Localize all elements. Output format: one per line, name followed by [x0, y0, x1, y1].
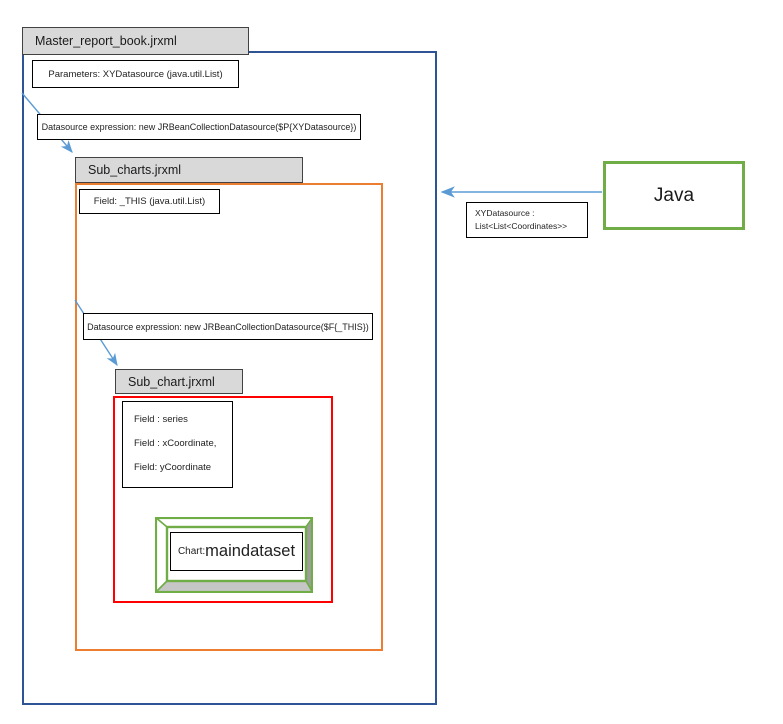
xydatasource-type-note: XYDatasource : List<List<Coordinates>>	[466, 202, 588, 238]
field-this-note: Field: _THIS (java.util.List)	[79, 189, 220, 214]
sub-charts-tab: Sub_charts.jrxml	[75, 157, 303, 183]
chart-label-prefix: Chart:	[177, 546, 206, 557]
xydatasource-type-line2: List<List<Coordinates>>	[475, 221, 568, 231]
sub-chart-frame	[113, 396, 333, 603]
sub-charts-tab-label: Sub_charts.jrxml	[88, 163, 182, 177]
subcharts-datasource-expression-note: Datasource expression: new JRBeanCollect…	[83, 313, 373, 340]
sub-chart-tab: Sub_chart.jrxml	[115, 369, 243, 394]
chart-dataset-name: maindataset	[205, 542, 296, 560]
sub-chart-tab-label: Sub_chart.jrxml	[128, 374, 215, 389]
master-report-tab-label: Master_report_book.jrxml	[35, 34, 177, 48]
sub-charts-frame	[75, 183, 383, 651]
chart-fields-note: Field : series Field : xCoordinate, Fiel…	[122, 401, 233, 488]
xydatasource-type-line1: XYDatasource :	[475, 208, 535, 218]
java-box: Java	[603, 161, 745, 230]
field-series: Field : series	[134, 413, 188, 425]
field-xcoordinate: Field : xCoordinate,	[134, 437, 217, 449]
parameters-note: Parameters: XYDatasource (java.util.List…	[32, 60, 239, 88]
chart-maindataset-box: Chart:maindataset	[170, 532, 303, 571]
master-report-tab: Master_report_book.jrxml	[22, 27, 249, 55]
master-datasource-expression-note: Datasource expression: new JRBeanCollect…	[37, 114, 361, 140]
java-box-label: Java	[653, 184, 695, 206]
field-ycoordinate: Field: yCoordinate	[134, 462, 212, 474]
